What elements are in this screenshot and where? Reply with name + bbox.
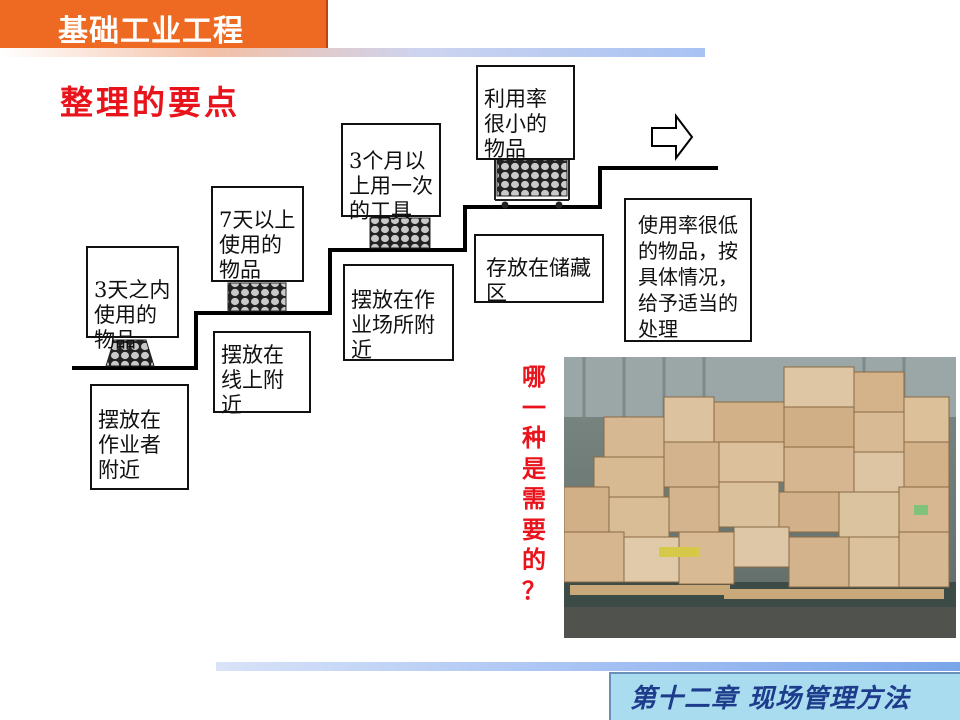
staircase-line xyxy=(72,166,718,370)
course-title: 基础工业工程 xyxy=(58,14,244,49)
warehouse-photo xyxy=(564,357,956,638)
slide-title: 整理的要点 xyxy=(60,83,240,122)
placement-box-1: 摆放在作业者附近 xyxy=(90,384,189,490)
chapter-title: 第十二章 现场管理方法 xyxy=(630,684,911,714)
item-box-3: 3个月以上用一次的工具 xyxy=(341,123,441,223)
question-char: 一 xyxy=(522,392,546,422)
question-char: 需 xyxy=(522,484,546,513)
question-char: 的 xyxy=(522,545,546,574)
item-box-2: 7天以上使用的物品 xyxy=(211,186,304,282)
question-char: ？ xyxy=(522,575,546,605)
footer-gradient-bar xyxy=(216,662,960,671)
placement-box-5: 使用率很低的物品，按具体情况，给予适当的处理 xyxy=(624,198,752,342)
question-char: 要 xyxy=(522,514,546,544)
item-stack-3 xyxy=(369,217,431,249)
item-cart-4 xyxy=(494,159,570,209)
chapter-banner xyxy=(609,672,960,720)
right-arrow-icon xyxy=(651,113,694,161)
placement-box-4: 存放在储藏区 xyxy=(474,234,604,305)
item-stack-1 xyxy=(105,339,155,367)
item-box-4: 利用率很小的物品 xyxy=(476,65,575,161)
question-char: 种 xyxy=(522,423,546,452)
header-gradient-bar xyxy=(0,48,705,57)
header-banner xyxy=(0,0,328,50)
item-stack-2 xyxy=(227,282,287,312)
question-text: 哪 一 种 是 需 要 的 ？ xyxy=(518,362,550,606)
item-box-1: 3天之内使用的物品 xyxy=(86,246,179,352)
question-char: 哪 xyxy=(522,362,546,391)
placement-box-2: 摆放在线上附近 xyxy=(213,331,311,417)
question-char: 是 xyxy=(522,453,546,483)
placement-box-3: 摆放在作业场所附近 xyxy=(343,264,454,362)
